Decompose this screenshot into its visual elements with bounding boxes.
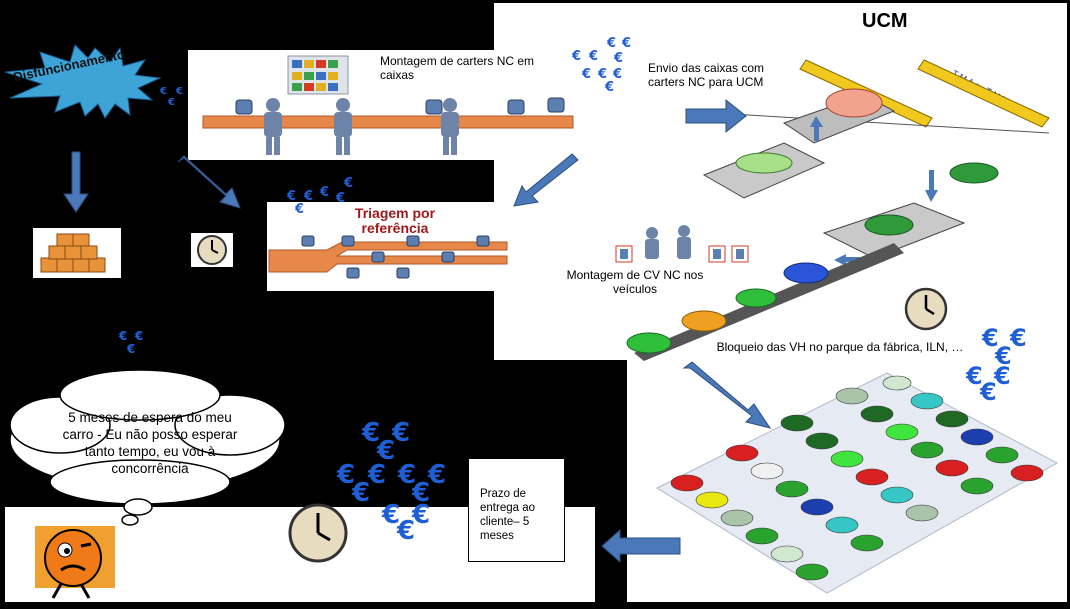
- angry-customer-icon: [35, 526, 115, 599]
- delivery-label: Prazo de entrega ao cliente– 5 meses: [480, 488, 535, 542]
- block-label: Bloqueio das VH no parque da fábrica, IL…: [716, 340, 964, 354]
- carter-parts: [235, 97, 565, 115]
- ucm-assembly-illustration: [615, 59, 1050, 361]
- parts-rack-icon: [287, 55, 349, 95]
- sorting-title: Triagem por referência: [354, 205, 436, 236]
- arrow-to-sorting: [177, 155, 241, 209]
- ucm-title: UCM: [862, 10, 908, 32]
- parked-cars: [670, 375, 1044, 581]
- arrow-send-right: [685, 98, 747, 134]
- worker-figures: [264, 98, 459, 155]
- boxes-stack-icon: [33, 228, 121, 278]
- arrow-to-delivery: [601, 528, 681, 564]
- arrow-ucm-to-sorting: [513, 153, 579, 207]
- send-label: Envio das caixas com carters NC para UCM: [648, 61, 765, 89]
- speech-text: 5 meses de espera do meu carro - Eu não …: [62, 410, 238, 476]
- assembly-label: Montagem de carters NC em caixas: [380, 54, 535, 82]
- clock-icon-ucm: [904, 287, 948, 331]
- clock-icon: [191, 233, 233, 267]
- arrow-to-parking: [682, 361, 772, 429]
- parking-lot-illustration: [655, 372, 1059, 594]
- delivery-box: [468, 458, 565, 562]
- mount-label: Montagem de CV NC nos veículos: [566, 268, 704, 296]
- platform-cars: [735, 88, 999, 236]
- car-line: [626, 243, 904, 361]
- conveyor-belt: [202, 115, 574, 129]
- malfunction-burst-icon: [4, 44, 162, 119]
- sorting-illustration: [268, 235, 508, 279]
- clock-icon-customer: [288, 503, 348, 563]
- assembly-line-illustration: [202, 55, 574, 155]
- arrow-down-left: [63, 151, 89, 213]
